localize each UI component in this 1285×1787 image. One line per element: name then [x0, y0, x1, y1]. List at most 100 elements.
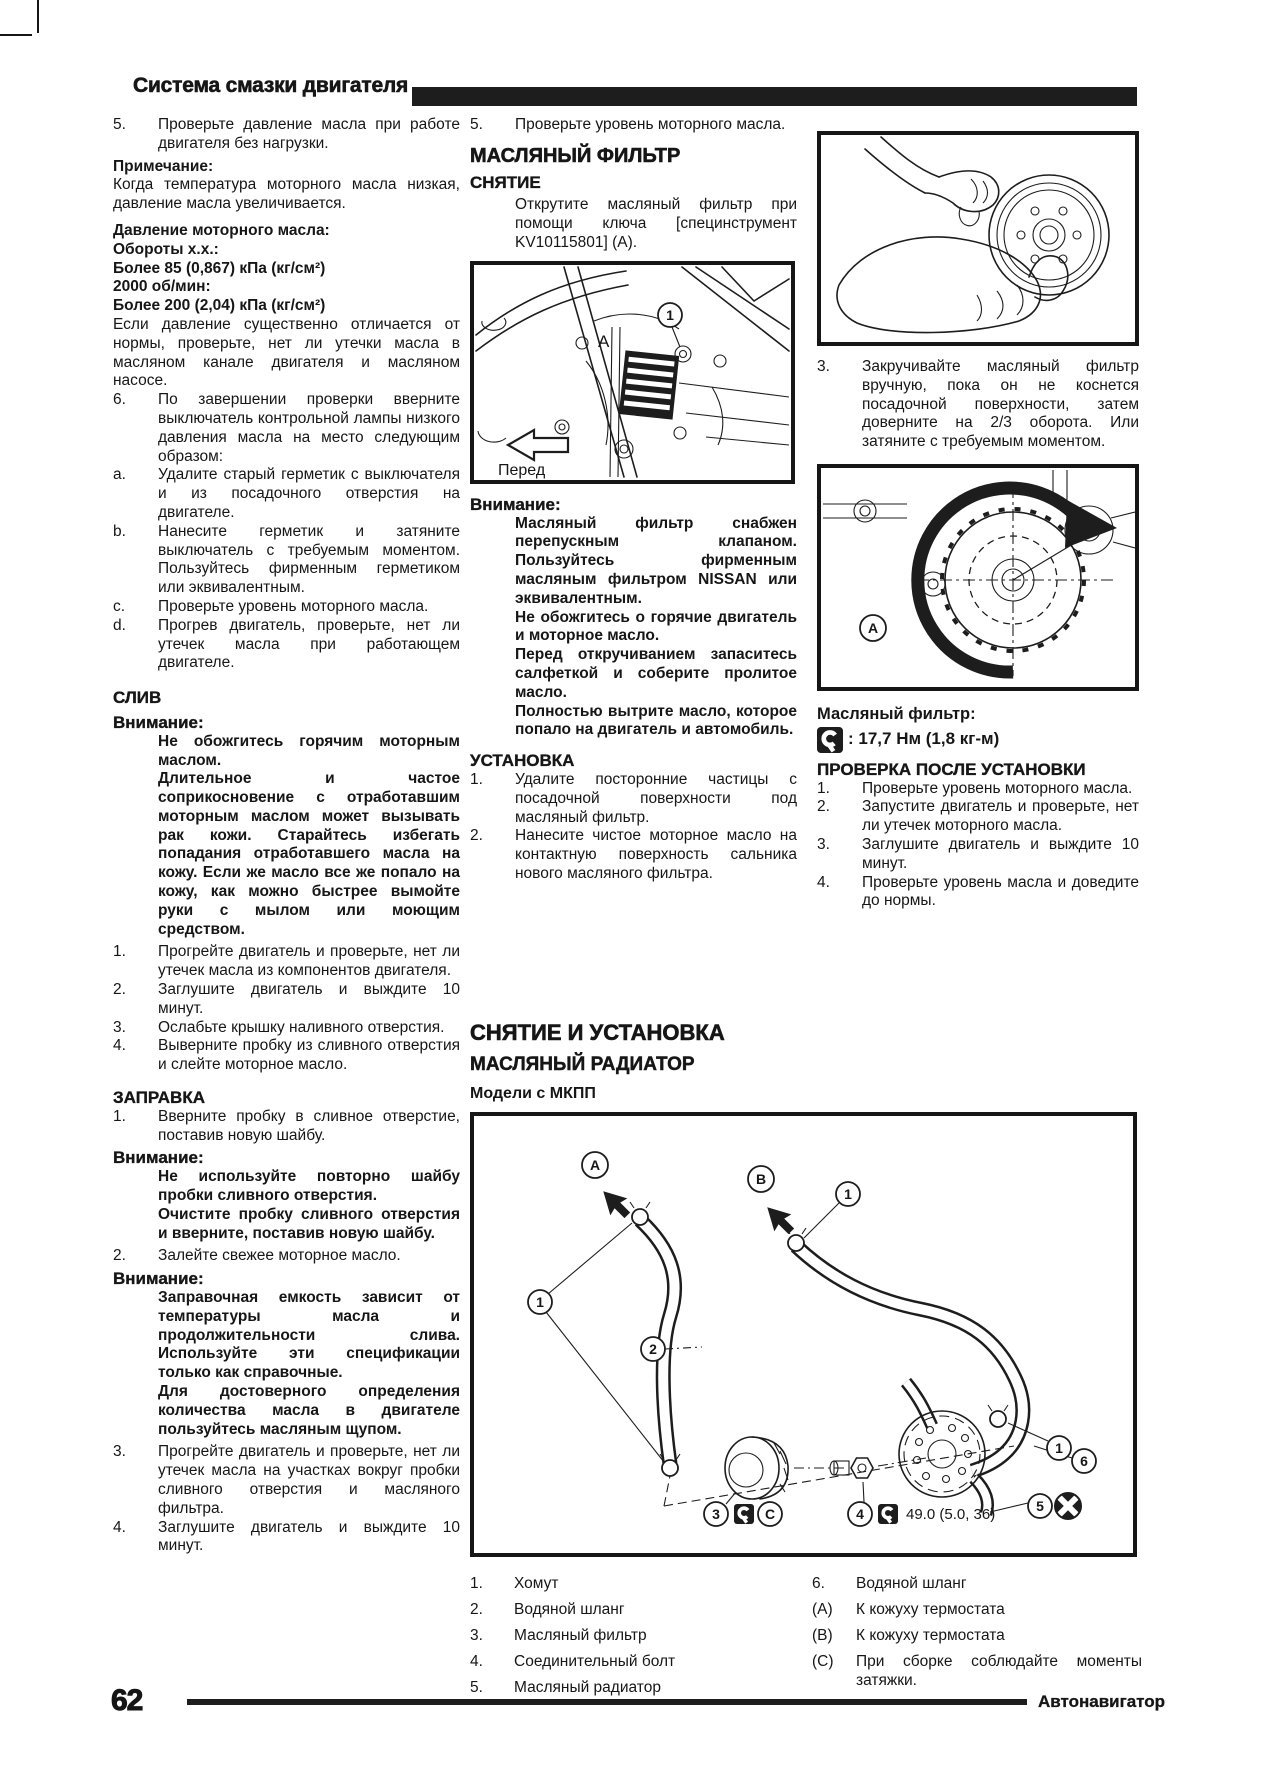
legend-item: (A)К кожуху термостата [812, 1601, 1005, 1618]
attention-label: Внимание: [113, 1269, 204, 1289]
oil-cooler-exploded-drawing: A B 1 1 2 6 1 [527, 1151, 1097, 1527]
removal-bullet: Открутите масляный фильтр при помощи клю… [515, 196, 797, 251]
torque-spec-label: Масляный фильтр: [817, 704, 976, 723]
legend-item: (C)При сборке соблюдайте моменты затяжки… [812, 1653, 1142, 1689]
footer-brand: Автонавигатор [1038, 1692, 1166, 1711]
heading-oil-filter: МАСЛЯНЫЙ ФИЛЬТР [470, 144, 681, 167]
list-item: 3.Закручивайте масляный фильтр вручную, … [817, 358, 1139, 451]
dark-component [618, 350, 680, 420]
list-item: 3.Ослабьте крышку наливного отверстия. [113, 1018, 445, 1036]
attention-label: Внимание: [470, 494, 561, 514]
list-item: 1.Проверьте уровень моторного масла. [817, 779, 1133, 797]
direction-arrow-A-icon [603, 1191, 631, 1219]
header-bar [412, 87, 1137, 106]
list-item: 4.Заглушите двигатель и выждите 10 минут… [113, 1518, 460, 1555]
filter-torque-drawing: A [823, 469, 1135, 679]
right-column: 3.Закручивайте масляный фильтр вручную, … [817, 131, 1139, 911]
crop-mark-horizontal [0, 34, 32, 36]
diagram-callout-5: 5 [1036, 1498, 1044, 1514]
clamp-icon [629, 1201, 651, 1226]
heading-installation: УСТАНОВКА [470, 751, 575, 771]
legend-right: 6.Водяной шланг (A)К кожуху термостата (… [812, 1574, 1142, 1697]
section-heading-refill: ЗАПРАВКА [113, 1088, 205, 1108]
subheading-mt-models: Модели с МКПП [470, 1085, 596, 1102]
list-item: 1.Прогрейте двигатель и проверьте, нет л… [113, 943, 460, 980]
legend-item: 6.Водяной шланг [812, 1575, 967, 1592]
list-item: 1.Удалите посторонние частицы с посадочн… [470, 770, 797, 826]
attention-bullet: Перед откручиванием запаситесь салфеткой… [515, 646, 797, 701]
clamp-icon [987, 1404, 1009, 1428]
diagram-callout-1: 1 [844, 1186, 852, 1202]
attention-bullet: Для достоверного определения количества … [158, 1383, 460, 1438]
callout-A: A [598, 332, 610, 351]
oil-filter-part [724, 1436, 789, 1500]
list-item: 1.Вверните пробку в сливное отверстие, п… [113, 1107, 460, 1144]
connector-bolt-part [829, 1457, 874, 1479]
legend-item: 5.Масляный радиатор [470, 1679, 661, 1696]
note-text: Когда температура моторного масла низкая… [113, 176, 460, 213]
attention-label: Внимание: [113, 1148, 204, 1168]
attention-bullet: Масляный фильтр снабжен перепускным клап… [515, 514, 797, 607]
filter-torque-figure: A [817, 463, 1139, 691]
oil-cooler-exploded-figure: A B 1 1 2 6 1 [470, 1112, 1137, 1557]
hands-filter-figure [817, 131, 1139, 346]
callout-1-circle [657, 301, 683, 328]
callout-1: 1 [666, 307, 674, 323]
diagram-callout-C: C [765, 1506, 775, 1522]
spec-block: Давление моторного масла: Обороты х.х.: … [113, 221, 330, 315]
front-label: Перед [498, 462, 546, 479]
diagram-callout-6: 6 [1080, 1453, 1088, 1469]
hands-filter-drawing [836, 136, 1110, 334]
footer-rule [187, 1699, 1027, 1705]
attention-bullet: Заправочная емкость зависит от температу… [158, 1289, 460, 1382]
list-item: 4.Проверьте уровень масла и доведите до … [817, 873, 1139, 910]
heading-oil-cooler: МАСЛЯНЫЙ РАДИАТОР [470, 1054, 695, 1075]
arrowhead-icon [1065, 499, 1117, 548]
attention-bullet: Не обожгитесь горячим моторным маслом. [158, 732, 460, 769]
diagram-callout-A: A [590, 1157, 600, 1173]
engine-bay-figure: 1 A Перед [470, 260, 795, 484]
legend-item: 2.Водяной шланг [470, 1601, 625, 1618]
attention-bullet: Не используйте повторно шайбу пробки сли… [158, 1168, 460, 1205]
list-item: 3.Прогрейте двигатель и проверьте, нет л… [113, 1443, 460, 1517]
torque-wrench-icon [878, 1504, 898, 1524]
heading-check-after-install: ПРОВЕРКА ПОСЛЕ УСТАНОВКИ [817, 759, 1086, 779]
left-column: 5.Проверьте давление масла при работе дв… [113, 116, 460, 1556]
crop-mark-vertical [37, 0, 39, 33]
list-item: c.Проверьте уровень моторного масла. [113, 597, 429, 615]
list-item: 2.Заглушите двигатель и выждите 10 минут… [113, 981, 460, 1017]
list-item: 2.Запустите двигатель и проверьте, нет л… [817, 798, 1139, 835]
attention-bullet: Очистите пробку сливного отверстия и вве… [158, 1205, 460, 1242]
callout-A: A [868, 620, 878, 636]
attention-bullet: Полностью вытрите масло, которое попало … [515, 702, 797, 739]
middle-column: 5.Проверьте уровень моторного масла. МАС… [470, 116, 797, 884]
attention-bullet: Не обожгитесь о горячие двигатель и мото… [515, 608, 797, 645]
engine-bay-drawing: 1 A Перед [475, 265, 790, 479]
torque-spec-value: : 17,7 Нм (1,8 кг-м) [848, 729, 1000, 749]
heading-removal-installation: СНЯТИЕ И УСТАНОВКА [470, 1020, 725, 1046]
direction-arrow-B-icon [767, 1207, 795, 1235]
tighten-direction-arrow [911, 481, 1093, 679]
do-not-reuse-icon [1054, 1492, 1082, 1520]
list-item: 5.Проверьте уровень моторного масла. [470, 116, 786, 133]
section-heading-drain: СЛИВ [113, 688, 162, 708]
legend-left: 1.Хомут 2.Водяной шланг 3.Масляный фильт… [470, 1574, 808, 1704]
callout-A-circle [859, 614, 887, 642]
torque-spec-row: : 17,7 Нм (1,8 кг-м) [817, 726, 1139, 753]
list-item: 5.Проверьте давление масла при работе дв… [113, 116, 460, 152]
list-item: b.Нанесите герметик и затяните выключате… [113, 522, 460, 597]
torque-wrench-icon [817, 726, 843, 753]
spec-note: Если давление существенно отличается от … [113, 315, 460, 390]
legend-item: 4.Соединительный болт [470, 1653, 676, 1670]
diagram-callout-1: 1 [1055, 1440, 1063, 1456]
legend-item: 3.Масляный фильтр [470, 1627, 647, 1644]
diagram-callout-1: 1 [536, 1294, 544, 1310]
list-item: 2.Залейте свежее моторное масло. [113, 1247, 401, 1265]
diagram-callout-4: 4 [856, 1506, 864, 1522]
list-item: 4.Выверните пробку из сливного отверстия… [113, 1037, 460, 1074]
list-item: 6.По завершении проверки вверните выключ… [113, 391, 460, 465]
attention-bullet: Длительное и частое соприкосновение с от… [158, 770, 460, 938]
heading-removal: СНЯТИЕ [470, 172, 541, 192]
list-item: a.Удалите старый герметик с выключателя … [113, 466, 460, 521]
diagram-callout-2: 2 [649, 1341, 657, 1357]
